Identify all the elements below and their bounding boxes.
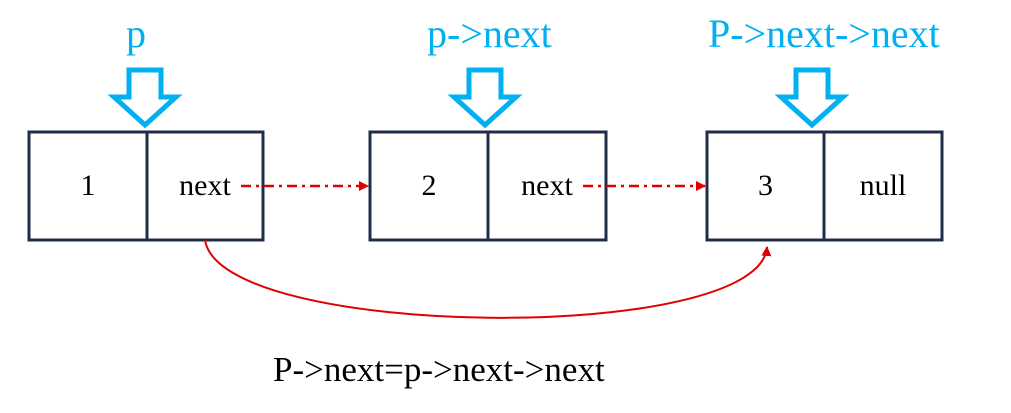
- node-2-value: 2: [421, 169, 437, 202]
- pointer-arrow-2: [447, 67, 523, 129]
- pointer-label-p-next-next: P->next->next: [708, 11, 940, 56]
- node-3-value: 3: [758, 169, 773, 202]
- node-2-next: next: [521, 169, 573, 202]
- bypass-curve-arrow: [204, 239, 772, 319]
- node-1-next: next: [179, 169, 231, 202]
- pointer-label-p: p: [126, 11, 146, 56]
- node-1-value: 1: [80, 169, 96, 202]
- pointer-arrow-3: [774, 67, 850, 129]
- pointer-label-p-next: p->next: [427, 11, 552, 56]
- operation-caption: P->next=p->next->next: [273, 350, 605, 389]
- pointer-arrow-1: [107, 67, 183, 129]
- node-3-next: null: [859, 169, 907, 202]
